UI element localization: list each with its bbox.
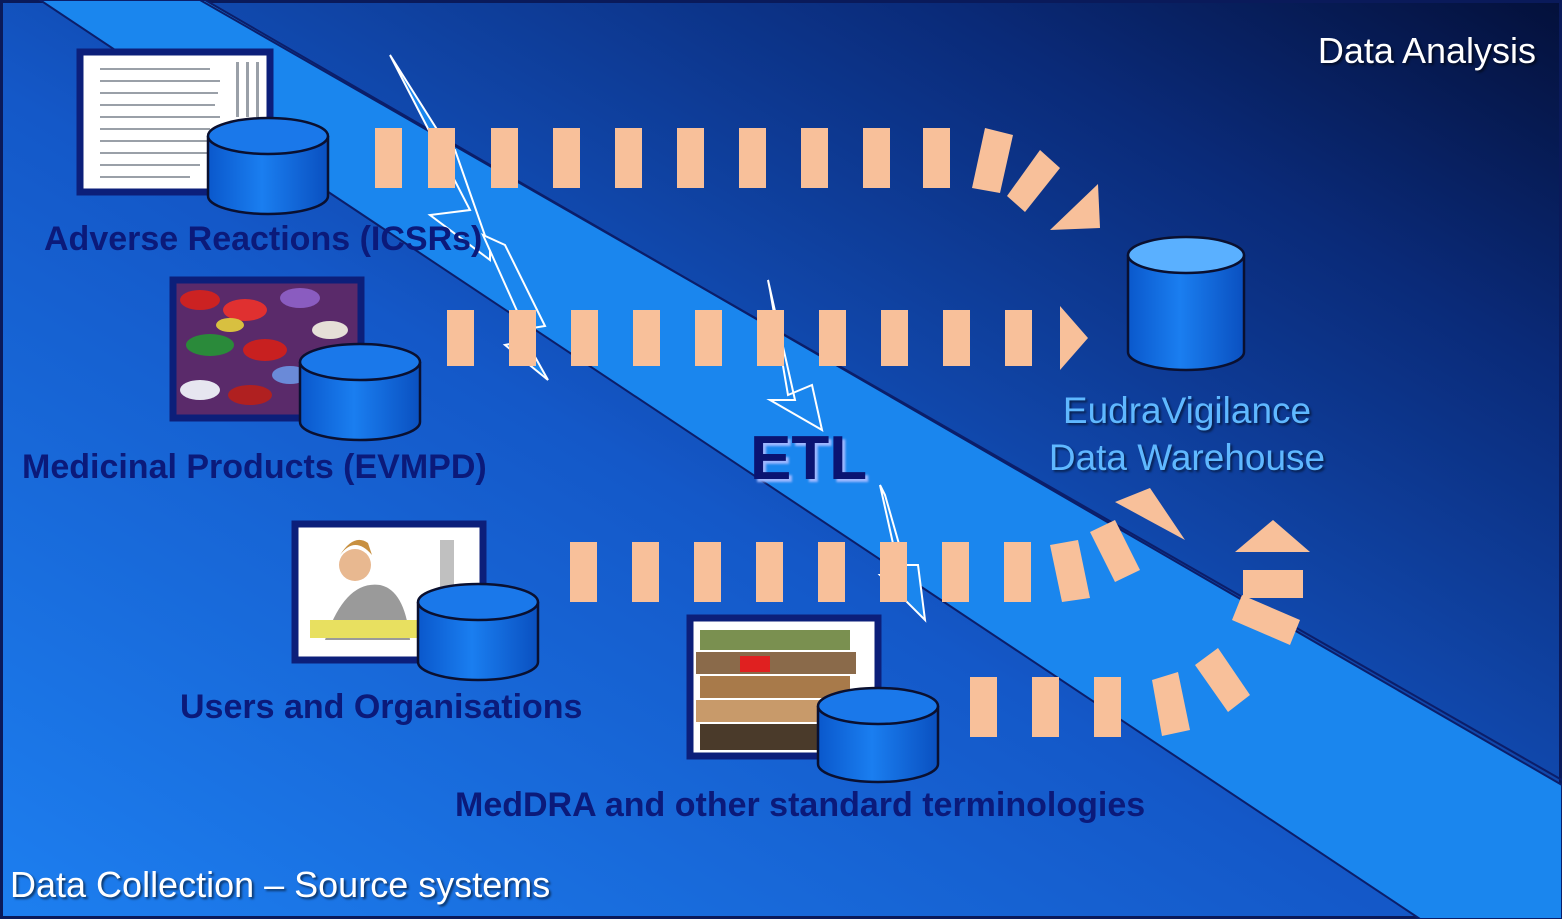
warehouse-label-line1: EudraVigilance [1062,390,1312,431]
dashed-arrow-icon [447,306,1088,370]
database-icon [416,582,540,682]
database-icon [298,342,422,442]
source-label-evmpd: Medicinal Products (EVMPD) [22,448,487,486]
dashed-arrow-icon [570,488,1185,602]
source-label-meddra: MedDRA and other standard terminologies [455,786,1146,824]
warehouse-label: EudraVigilance Data Warehouse [1012,392,1362,476]
database-icon [206,116,330,216]
database-icon [816,686,940,784]
warehouse-database-icon [1126,235,1246,372]
data-collection-label: Data Collection – Source systems [10,864,551,905]
dashed-arrow-icon [375,128,1100,230]
warehouse-label-line2: Data Warehouse [1048,437,1326,478]
data-analysis-label: Data Analysis [1317,30,1536,71]
band-edge [199,0,1562,781]
source-label-icsrs: Adverse Reactions (ICSRs) [44,220,483,258]
etl-label: ETL [750,424,868,493]
lightning-bolt-icon [766,279,824,433]
source-label-users: Users and Organisations [180,688,583,726]
dashed-arrow-icon [970,520,1310,737]
